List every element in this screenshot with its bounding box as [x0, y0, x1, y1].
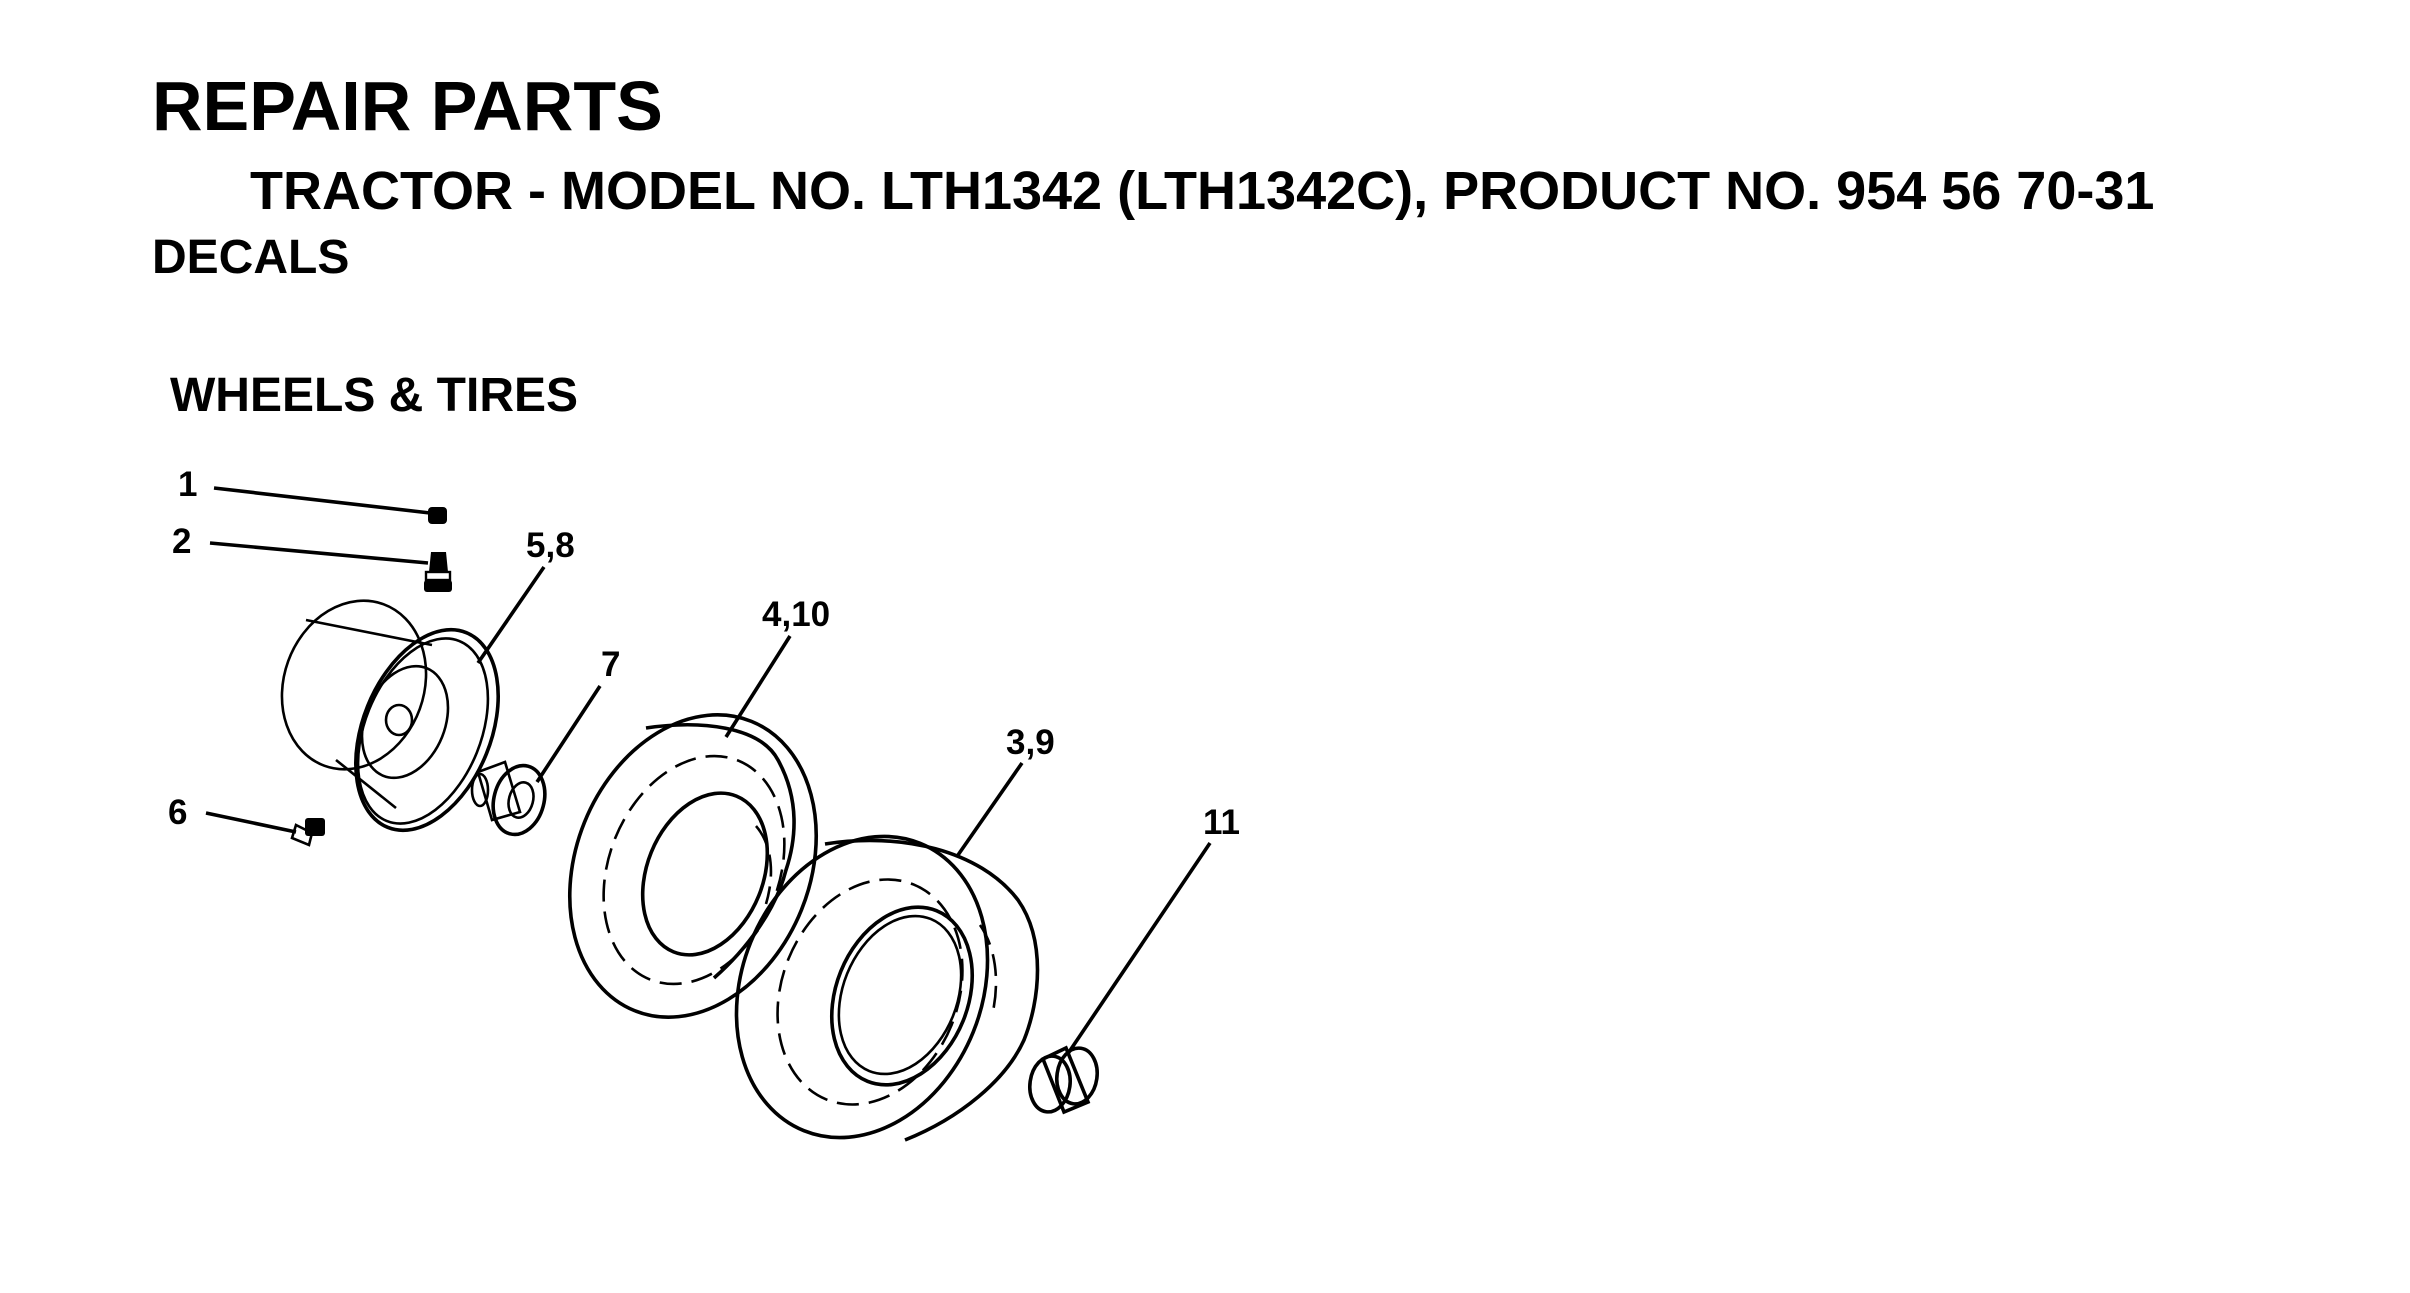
callout-1: 1: [178, 465, 197, 504]
leader-line-6: [205, 811, 297, 834]
figure-title: WHEELS & TIRES: [170, 369, 579, 422]
leader-line-2: [209, 541, 429, 565]
callout-4-10: 4,10: [762, 595, 830, 634]
callout-7: 7: [601, 645, 620, 684]
callout-6: 6: [168, 793, 187, 832]
valve-cap-part: [428, 507, 447, 524]
bushing-part: [470, 760, 547, 837]
section-label: DECALS: [152, 231, 350, 284]
rear-bushing-part: [1028, 1045, 1099, 1115]
wheel-rim-part: [280, 599, 500, 833]
valve-stem-part: [424, 552, 452, 592]
leader-line-7: [535, 685, 602, 783]
front-tire-part: [567, 713, 819, 1019]
bolt-part: [290, 818, 325, 847]
callout-3-9: 3,9: [1006, 723, 1055, 762]
callout-2: 2: [172, 522, 191, 561]
callout-11: 11: [1203, 803, 1240, 842]
leader-line-1: [213, 486, 431, 515]
leader-lines: [205, 486, 1212, 1057]
leader-line-4-10: [724, 635, 792, 738]
leader-line-3-9: [956, 761, 1024, 857]
callout-5-8: 5,8: [526, 526, 575, 565]
rear-tire-part: [734, 834, 1040, 1142]
page-title: REPAIR PARTS: [152, 67, 663, 145]
leader-line-5-8: [476, 565, 546, 665]
model-product-line: TRACTOR - MODEL NO. LTH1342 (LTH1342C), …: [250, 161, 2155, 221]
leader-line-11: [1065, 841, 1212, 1057]
